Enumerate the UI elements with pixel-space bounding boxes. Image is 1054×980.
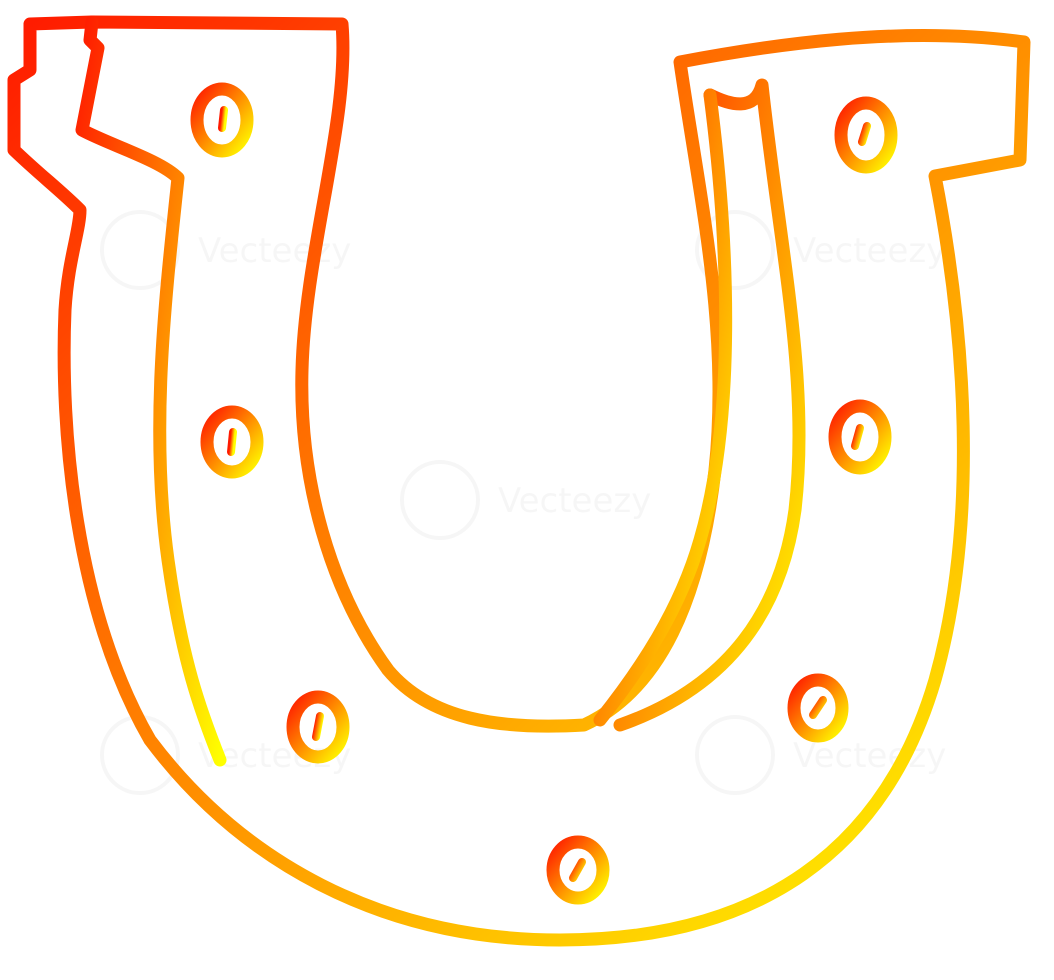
nail-hole [834,96,898,174]
watermark: Vecteezy [402,462,651,538]
nail-hole-detail [227,428,237,456]
nail-hole-detail [312,712,324,741]
horseshoe-outline [7,15,1031,947]
right-arm-edge [613,78,806,732]
left-arm-edge [75,15,227,767]
right-arm-inner-line [593,88,733,727]
nail-hole [546,835,610,905]
nail-hole [787,673,849,743]
nail-hole-detail [569,858,586,882]
nail-hole-detail [218,106,228,132]
watermark-text: Vecteezy [498,481,651,521]
nail-hole-detail [858,122,871,146]
watermark-text: Vecteezy [198,231,351,271]
nail-hole [828,399,892,475]
nail-holes [190,82,898,905]
horseshoe-icon [7,15,1031,947]
nail-hole [286,690,350,764]
watermark: Vecteezy [697,212,946,288]
nail-hole [200,405,264,479]
watermark-text: Vecteezy [793,231,946,271]
nail-hole-detail [809,696,827,719]
nail-hole [190,82,254,158]
nail-hole-detail [851,424,864,450]
